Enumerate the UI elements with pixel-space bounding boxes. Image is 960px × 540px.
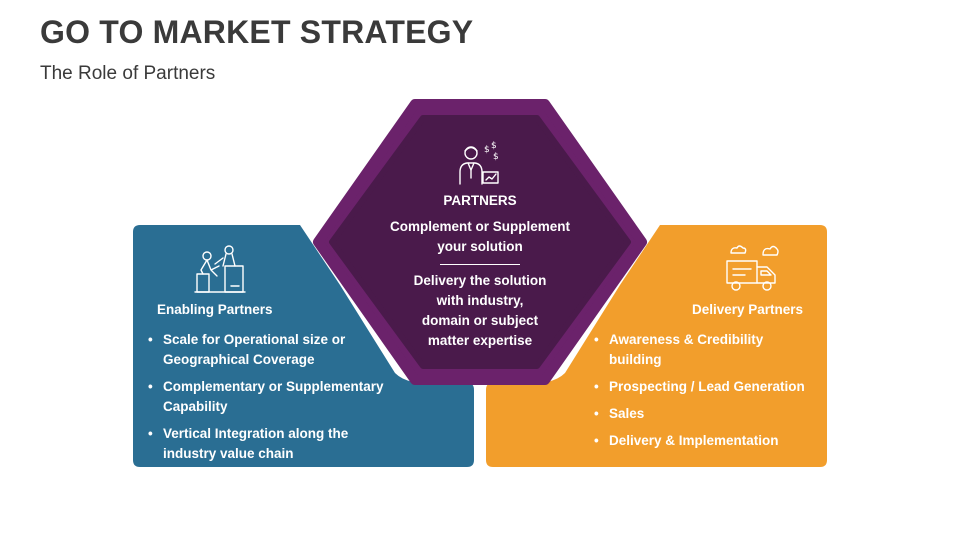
list-item: Scale for Operational size or Geographic… bbox=[148, 330, 393, 370]
partners-line-1: Complement or Supplement bbox=[389, 219, 570, 234]
list-item: Delivery & Implementation bbox=[594, 431, 819, 451]
partners-line-2: your solution bbox=[437, 239, 523, 254]
businessman-money-icon: $ $ $ bbox=[456, 140, 502, 186]
svg-text:$: $ bbox=[491, 141, 497, 151]
page-title: GO TO MARKET STRATEGY bbox=[40, 14, 474, 50]
list-item: Awareness & Credibility building bbox=[594, 330, 819, 370]
list-item: Complementary or Supplementary Capabilit… bbox=[148, 377, 393, 417]
partners-title: PARTNERS bbox=[443, 193, 517, 208]
list-item: Prospecting / Lead Generation bbox=[594, 377, 819, 397]
delivery-partners-list: Awareness & Credibility building Prospec… bbox=[594, 330, 819, 458]
enabling-partners-title: Enabling Partners bbox=[157, 302, 273, 317]
partners-line-5: domain or subject bbox=[421, 313, 539, 328]
partners-line-6: matter expertise bbox=[427, 333, 533, 348]
partners-line-4: with industry, bbox=[436, 293, 524, 308]
delivery-truck-icon bbox=[723, 241, 779, 293]
partners-line-3: Delivery the solution bbox=[413, 273, 547, 288]
svg-text:$: $ bbox=[493, 152, 499, 162]
enabling-partners-list: Scale for Operational size or Geographic… bbox=[148, 330, 393, 471]
delivery-partners-title: Delivery Partners bbox=[692, 302, 804, 317]
list-item: Sales bbox=[594, 404, 819, 424]
partners-hexagon bbox=[329, 115, 631, 369]
partners-divider bbox=[440, 264, 520, 265]
page-subtitle: The Role of Partners bbox=[40, 63, 216, 84]
svg-text:$: $ bbox=[484, 145, 490, 155]
list-item: Vertical Integration along the industry … bbox=[148, 424, 393, 464]
teamwork-climb-icon bbox=[193, 244, 247, 294]
